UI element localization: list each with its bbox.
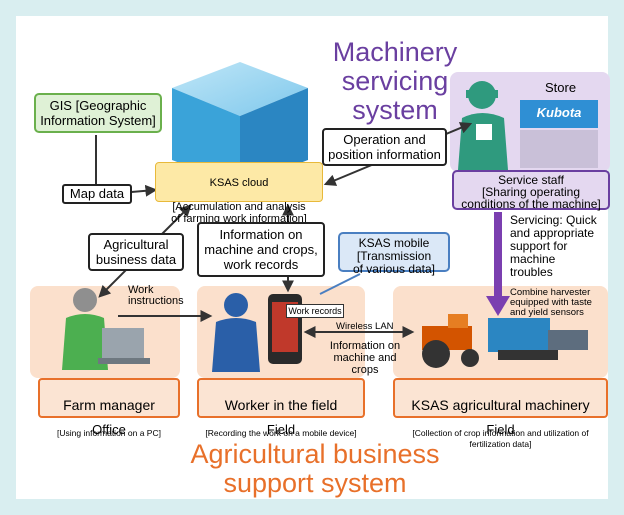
combine-harvester-icon (488, 318, 588, 360)
store-label: Store (545, 80, 577, 95)
tractor-icon (422, 314, 479, 368)
farm-manager-icon (62, 288, 150, 370)
servicing-arrow-head (486, 296, 510, 316)
work-records-tag: Work records (286, 304, 344, 318)
mobile-pointer-line (319, 273, 361, 295)
agricultural-business-data-label: Agricultural business data (88, 233, 184, 271)
map-data-label: Map data (62, 184, 132, 204)
servicing-arrow-shaft (494, 212, 502, 296)
agri-machinery-subtitle: [Collection of crop information and util… (412, 428, 589, 449)
machinery-system-title: Machinery servicing system (332, 37, 458, 125)
store-sign-text: Kubota (536, 105, 582, 120)
machine-crops-info-label: Information on machine and crops, work r… (197, 222, 325, 277)
machine-crops-transfer-label: Information on machine and crops (329, 340, 401, 376)
wireless-lan-label: Wireless LAN (336, 321, 394, 332)
ksas-mobile-box: KSAS mobile [Transmission of various dat… (338, 232, 450, 276)
servicing-label: Servicing: Quick and appropriate support… (510, 213, 597, 279)
farm-manager-title: Farm manager (63, 397, 155, 413)
work-instructions-label: Work instructions (128, 284, 184, 307)
field-label-machinery: Field (486, 422, 515, 437)
ksas-cloud-box: KSAS cloud [Accumulation and analysis of… (155, 162, 323, 225)
agri-machinery-title: KSAS agricultural machinery (411, 397, 590, 413)
store-sign-icon (520, 100, 598, 168)
agri-machinery-box: KSAS agricultural machinery [Collection … (393, 378, 608, 449)
cloud-cube-icon (172, 62, 308, 186)
service-staff-box: Service staff [Sharing operating conditi… (452, 170, 610, 210)
gis-box: GIS [Geographic Information System] (34, 93, 162, 133)
worker-title: Worker in the field (224, 397, 338, 413)
operation-info-label: Operation and position information (322, 128, 447, 166)
worker-icon (212, 293, 260, 372)
field-label-worker: Field (266, 422, 296, 437)
farm-manager-subtitle: [Using information on a PC] (57, 428, 161, 438)
worker-box: Worker in the field [Recording the work … (197, 378, 365, 438)
farm-manager-box: Farm manager [Using information on a PC] (38, 378, 180, 438)
worker-subtitle: [Recording the work on a mobile device] (205, 428, 357, 438)
office-label: Office (92, 422, 126, 437)
ksas-cloud-title: KSAS cloud (209, 177, 269, 189)
combine-harvester-label: Combine harvester equipped with taste an… (510, 287, 592, 318)
agricultural-system-title: Agricultural business support system (190, 439, 440, 498)
